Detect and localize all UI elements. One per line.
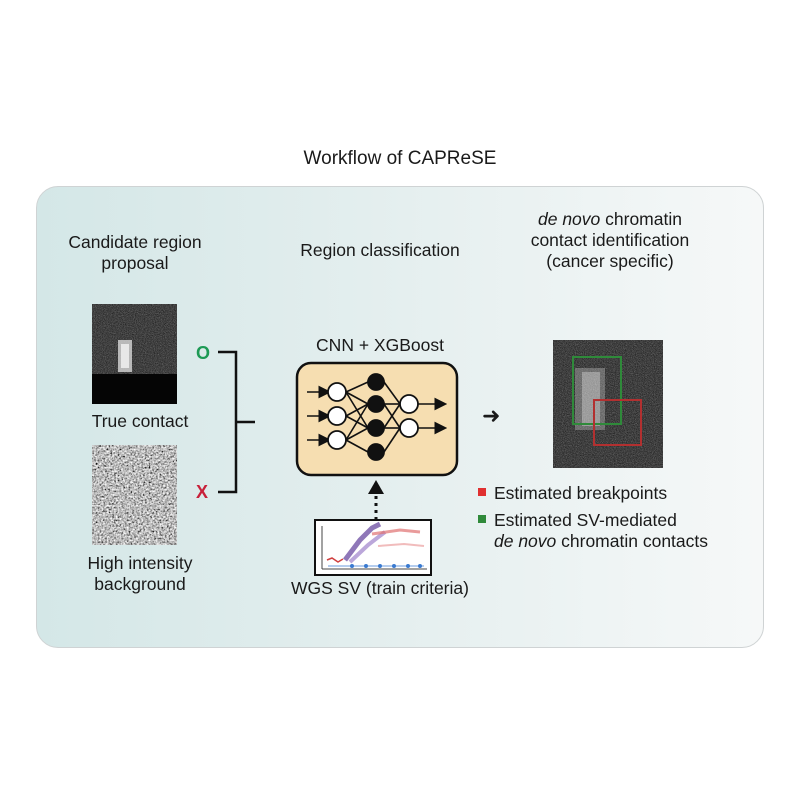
identification-header: de novo chromatin contact identification… [485, 209, 735, 272]
true-contact-label: True contact [91, 411, 189, 431]
high-intensity-label-line1: High intensity [87, 553, 193, 573]
identification-header-line3: (cancer specific) [546, 251, 674, 271]
right-arrow-icon: ➜ [482, 403, 501, 428]
red-square-icon [478, 488, 486, 497]
train-arrow [368, 480, 384, 520]
legend-contacts: Estimated SV-mediated de novo chromatin … [478, 510, 708, 552]
figure-title: Workflow of CAPReSE [303, 148, 497, 169]
legend-breakpoints: Estimated breakpoints [478, 483, 667, 504]
legend-contacts-line1: Estimated SV-mediated [494, 510, 677, 530]
wgs-sv-label: WGS SV (train criteria) [291, 578, 469, 598]
red-breakpoint-box [593, 399, 642, 446]
candidate-header-line2: proposal [101, 253, 169, 273]
accept-mark: O [196, 343, 211, 363]
high-intensity-label: High intensity background [55, 553, 225, 595]
result-contact-image [553, 340, 663, 468]
identification-header-italic: de novo [538, 209, 601, 229]
classification-header: Region classification [300, 240, 460, 260]
true-contact-image [92, 304, 177, 404]
reject-mark: X [196, 482, 209, 502]
legend-contacts-line2: de novo chromatin contacts [494, 531, 709, 551]
legend-denovo-italic: de novo [494, 531, 557, 551]
candidate-header-line1: Candidate region [68, 232, 202, 252]
candidate-header: Candidate region proposal [40, 232, 230, 274]
legend-breakpoints-text: Estimated breakpoints [494, 483, 668, 503]
green-contact-box [572, 356, 622, 425]
high-intensity-label-line2: background [94, 574, 186, 594]
green-square-icon [478, 515, 486, 524]
identification-header-line2: contact identification [530, 230, 690, 250]
cnn-xgboost-label: CNN + XGBoost [316, 335, 444, 355]
identification-header-line1: de novo chromatin [485, 209, 735, 230]
identification-header-rest: chromatin [600, 209, 682, 229]
wgs-sv-thumbnail [314, 519, 432, 576]
high-intensity-image [92, 445, 177, 545]
cnn-xgboost-box [295, 361, 459, 477]
selection-bracket [218, 350, 255, 494]
